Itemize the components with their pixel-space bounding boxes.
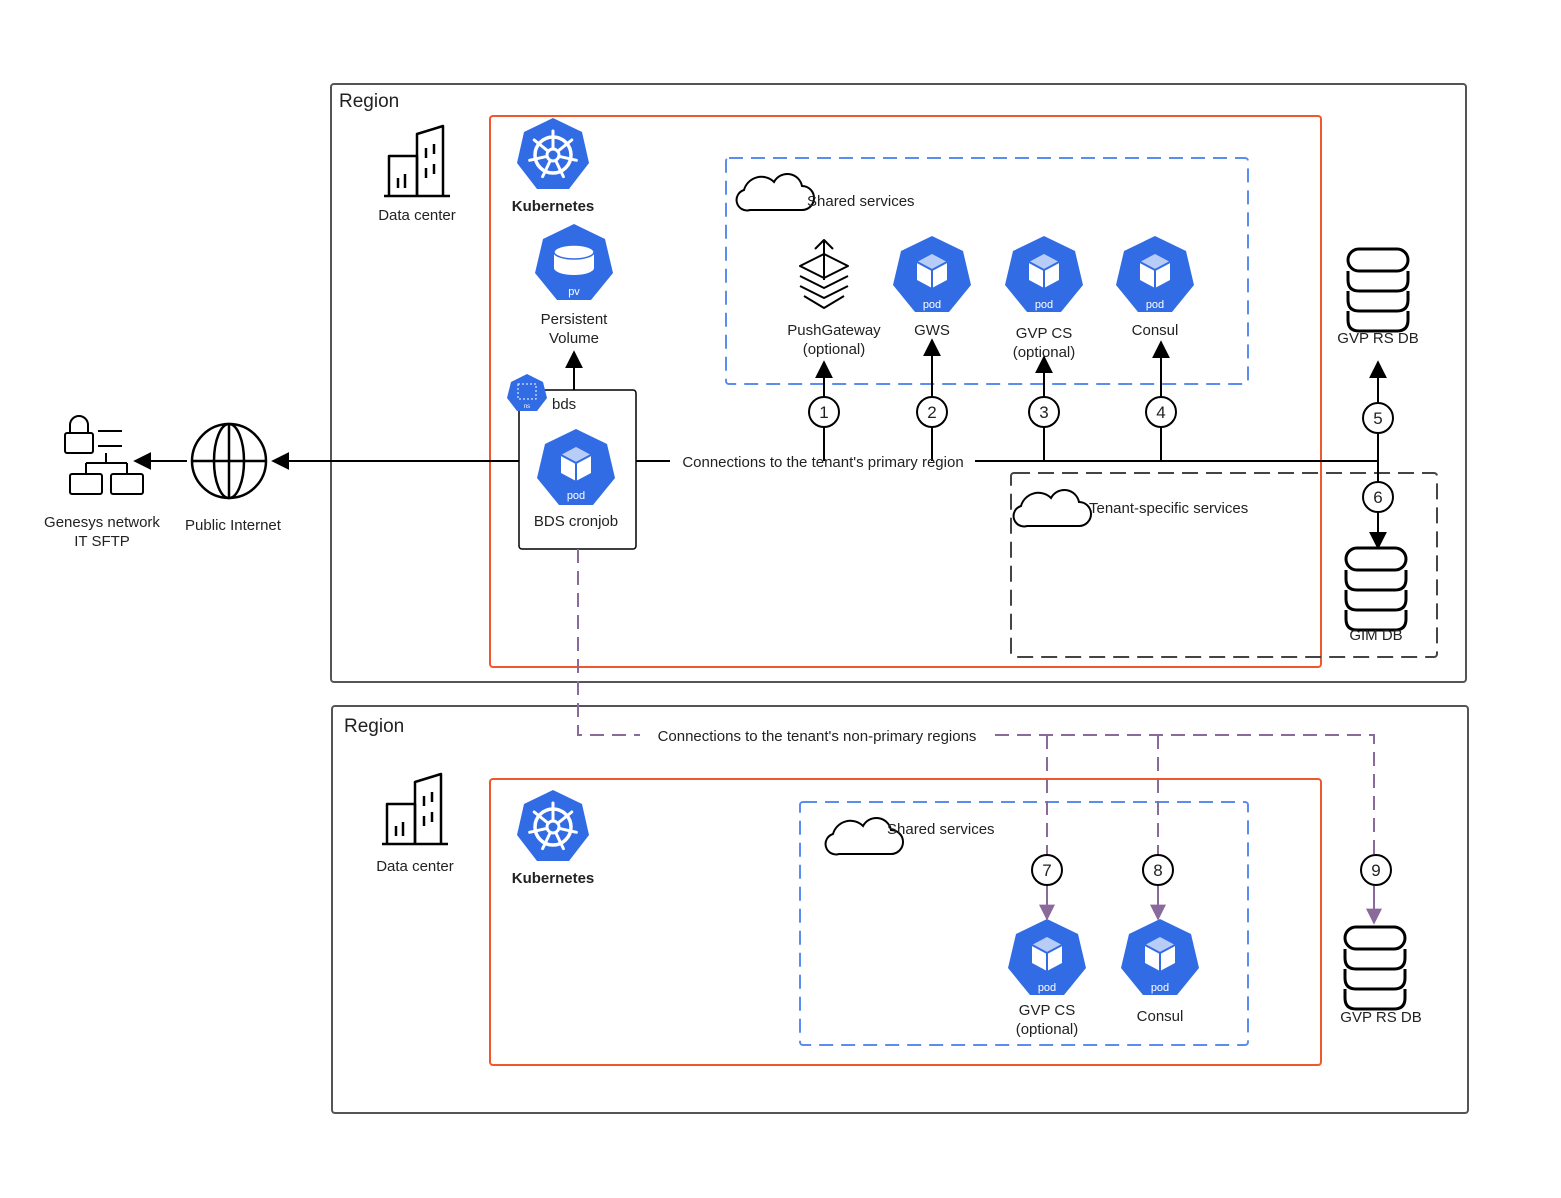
pv-label-line2: Volume bbox=[549, 330, 599, 347]
bds-pod-badge: pod bbox=[567, 490, 585, 502]
namespace-label: bds bbox=[552, 396, 576, 413]
secondary-data-center-icon bbox=[380, 772, 450, 846]
step-6-marker bbox=[1362, 481, 1394, 513]
public-internet-label: Public Internet bbox=[185, 517, 282, 534]
primary-shared-services-title: Shared services bbox=[807, 193, 915, 210]
step-1-label: 1 bbox=[819, 403, 828, 422]
pv-label-line1: Persistent bbox=[541, 311, 609, 328]
step-9-marker bbox=[1360, 854, 1392, 886]
primary-connection-lines bbox=[636, 426, 1379, 483]
gws-pod-badge: pod bbox=[923, 299, 941, 311]
secondary-gvpcs-pod-badge: pod bbox=[1038, 982, 1056, 994]
secondary-shared-services-title: Shared services bbox=[887, 821, 995, 838]
primary-region-title: Region bbox=[339, 91, 399, 112]
gim-db-label: GIM DB bbox=[1349, 627, 1402, 644]
primary-connections-label: Connections to the tenant's primary regi… bbox=[682, 454, 963, 471]
step-7-label: 7 bbox=[1042, 861, 1051, 880]
secondary-gvpcs-label-line2: (optional) bbox=[1016, 1021, 1079, 1038]
consul-label: Consul bbox=[1132, 322, 1179, 339]
step-4-label: 4 bbox=[1156, 403, 1165, 422]
step-3-label: 3 bbox=[1039, 403, 1048, 422]
step-6-label: 6 bbox=[1373, 488, 1382, 507]
primary-region-box bbox=[330, 83, 1467, 683]
pv-badge: pv bbox=[568, 286, 580, 298]
secondary-region-box bbox=[331, 705, 1469, 1114]
gvp-rs-db-icon bbox=[1346, 247, 1410, 333]
secondary-shared-services-box bbox=[799, 801, 1249, 1046]
gvpcs-label-line1: GVP CS bbox=[1016, 325, 1072, 342]
pushgateway-label-line1: PushGateway bbox=[787, 322, 881, 339]
secondary-region-title: Region bbox=[344, 716, 404, 737]
primary-data-center-icon bbox=[382, 124, 452, 198]
sftp-label-line2: IT SFTP bbox=[74, 533, 130, 550]
gim-db-icon bbox=[1344, 546, 1408, 632]
secondary-consul-label: Consul bbox=[1137, 1008, 1184, 1025]
consul-pod-badge: pod bbox=[1146, 299, 1164, 311]
step-5-marker bbox=[1362, 402, 1394, 434]
primary-k8s-cluster-box bbox=[489, 115, 1322, 668]
non-primary-connection-lines bbox=[577, 549, 1375, 855]
tenant-cloud-icon bbox=[1012, 488, 1092, 528]
step-arrows-primary bbox=[815, 338, 1387, 550]
step-2-marker bbox=[916, 396, 948, 428]
step-9-label: 9 bbox=[1371, 861, 1380, 880]
non-primary-connections-label: Connections to the tenant's non-primary … bbox=[658, 728, 977, 745]
bds-cronjob-label: BDS cronjob bbox=[534, 513, 618, 530]
step-2-label: 2 bbox=[927, 403, 936, 422]
secondary-kubernetes-label: Kubernetes bbox=[512, 870, 595, 887]
tenant-services-box bbox=[1010, 472, 1438, 658]
primary-shared-services-box bbox=[725, 157, 1249, 385]
tenant-services-title: Tenant-specific services bbox=[1089, 500, 1248, 517]
pushgateway-icon bbox=[799, 239, 849, 309]
step-3-marker bbox=[1028, 396, 1060, 428]
namespace-icon bbox=[507, 374, 547, 411]
secondary-data-center-label: Data center bbox=[376, 858, 454, 875]
step-5-label: 5 bbox=[1373, 409, 1382, 428]
primary-kubernetes-icon bbox=[515, 116, 591, 191]
pushgateway-label-line2: (optional) bbox=[803, 341, 866, 358]
primary-shared-cloud-icon bbox=[735, 172, 815, 212]
step-arrows-secondary bbox=[1039, 885, 1382, 925]
gvp-rs-db-label: GVP RS DB bbox=[1337, 330, 1418, 347]
secondary-k8s-cluster-box bbox=[489, 778, 1322, 1066]
sftp-label-line1: Genesys network bbox=[44, 514, 160, 531]
secondary-kubernetes-icon bbox=[515, 788, 591, 863]
globe-icon bbox=[190, 422, 268, 500]
primary-data-center-label: Data center bbox=[378, 207, 456, 224]
step-8-marker bbox=[1142, 854, 1174, 886]
primary-kubernetes-label: Kubernetes bbox=[512, 198, 595, 215]
step-1-marker bbox=[808, 396, 840, 428]
sftp-network-icon bbox=[64, 415, 144, 495]
step-4-marker bbox=[1145, 396, 1177, 428]
step-7-marker bbox=[1031, 854, 1063, 886]
secondary-gvp-rs-db-icon bbox=[1343, 925, 1407, 1011]
gws-label: GWS bbox=[914, 322, 950, 339]
persistent-volume-icon bbox=[535, 224, 613, 300]
step-8-label: 8 bbox=[1153, 861, 1162, 880]
secondary-consul-pod-badge: pod bbox=[1151, 982, 1169, 994]
secondary-gvpcs-label-line1: GVP CS bbox=[1019, 1002, 1075, 1019]
gvpcs-pod-badge: pod bbox=[1035, 299, 1053, 311]
gvpcs-label-line2: (optional) bbox=[1013, 344, 1076, 361]
namespace-badge: ns bbox=[524, 404, 530, 410]
secondary-gvp-rs-db-label: GVP RS DB bbox=[1340, 1009, 1421, 1026]
